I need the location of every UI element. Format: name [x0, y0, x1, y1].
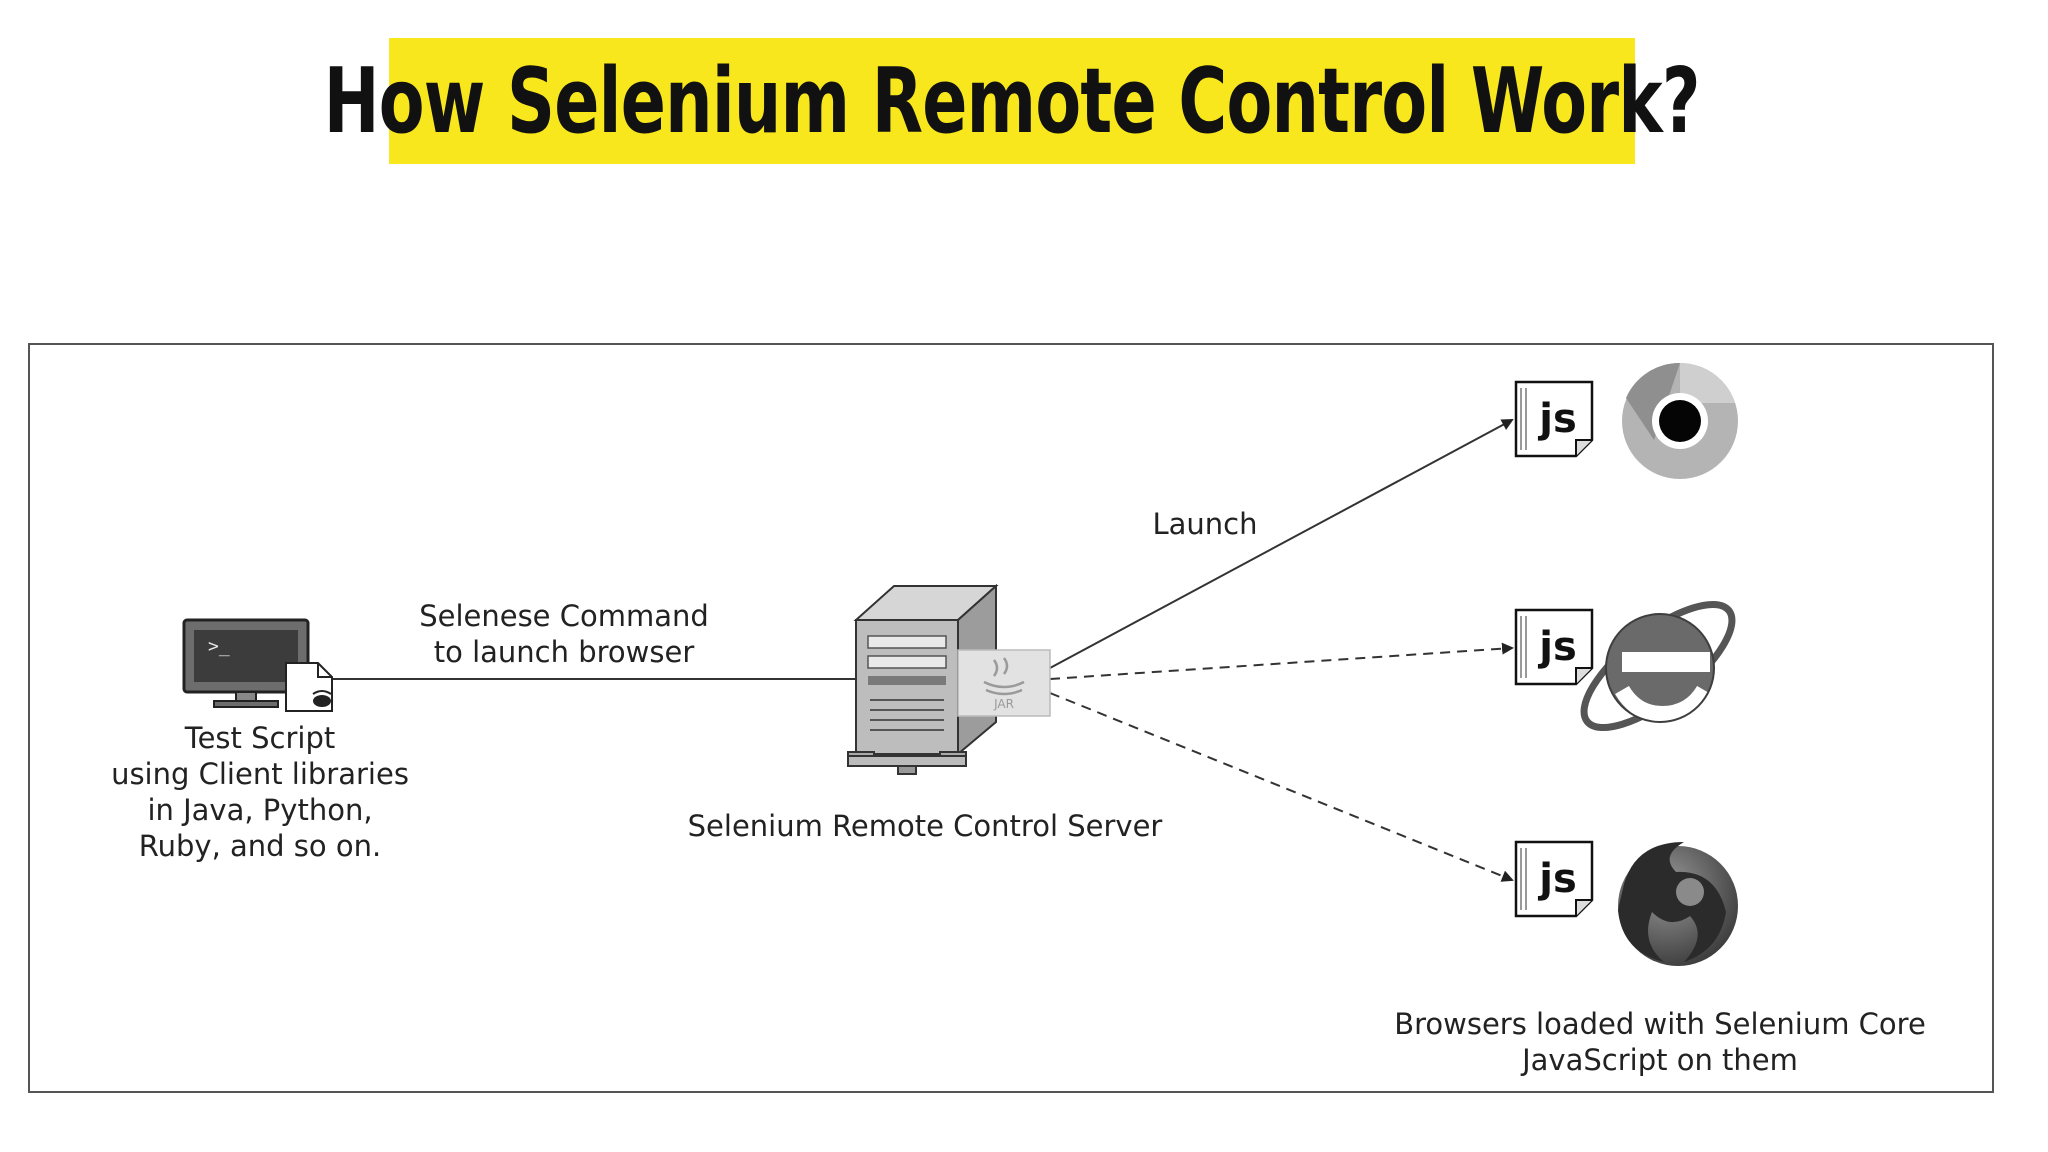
title-banner: How Selenium Remote Control Work?: [324, 38, 1701, 164]
js-badge-firefox-text: js: [1537, 856, 1577, 902]
firefox-edge: [1049, 692, 1514, 882]
jar-badge-text: JAR: [993, 697, 1014, 711]
terminal-icon: >_: [182, 618, 310, 708]
page-title: How Selenium Remote Control Work?: [323, 48, 1701, 154]
server-label: Selenium Remote Control Server: [687, 809, 1163, 843]
chrome-icon: [1622, 362, 1738, 479]
browsers-label: Browsers loaded with Selenium Core JavaS…: [1394, 1007, 1926, 1077]
js-badge-firefox: js: [1514, 840, 1594, 918]
js-badge-chrome-text: js: [1537, 396, 1577, 442]
ie-edge: [1049, 642, 1514, 680]
internet-explorer-icon: [1580, 600, 1736, 732]
test-script-label: Test Script using Client libraries in Ja…: [111, 721, 409, 863]
js-badge-chrome: js: [1514, 380, 1594, 458]
js-badge-ie-text: js: [1537, 624, 1577, 670]
diagram-frame: [28, 343, 1994, 1093]
script-file-icon: [285, 662, 333, 712]
launch-edge: [1049, 419, 1514, 669]
firefox-icon: [1618, 842, 1738, 966]
selenese-command-label: Selenese Command to launch browser: [419, 599, 709, 669]
js-badge-ie: js: [1514, 608, 1594, 686]
java-jar-icon: JAR: [957, 649, 1051, 717]
svg-text:>_: >_: [208, 636, 230, 657]
launch-label: Launch: [1152, 507, 1258, 541]
